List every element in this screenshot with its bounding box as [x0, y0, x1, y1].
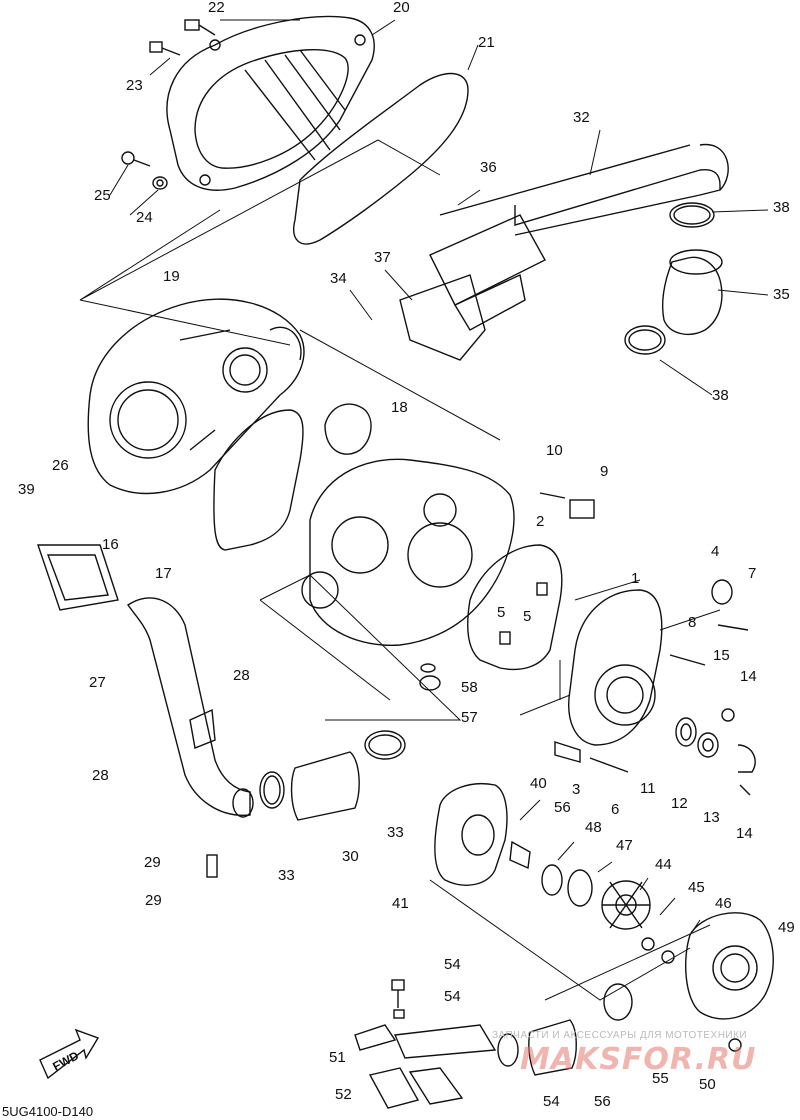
callout-46: 47 — [616, 837, 633, 854]
callout-17: 16 — [102, 536, 119, 553]
callout-11: 11 — [640, 780, 656, 797]
callout-54-left: 54 — [543, 1093, 560, 1110]
callout-45: 46 — [715, 895, 732, 912]
callout-57: 57 — [461, 709, 478, 726]
callout-44: 45 — [688, 879, 705, 896]
callout-52: 54 — [444, 988, 461, 1005]
callout-56: 56 — [554, 799, 571, 816]
leaders-lower — [429, 799, 711, 1001]
callout-15: 14 — [740, 668, 757, 685]
callout-25: 24 — [136, 209, 153, 226]
callout-27: 26 — [52, 457, 69, 474]
callout-38-bottom: 38 — [712, 387, 729, 404]
callout-23: 22 — [208, 0, 225, 16]
watermark-caption: ЗАПЧАСТИ И АКСЕССУАРЫ ДЛЯ МОТОТЕХНИКИ — [492, 1030, 748, 1041]
gasket-2 — [467, 544, 563, 671]
callout-41: 41 — [392, 895, 409, 912]
callout-12: 12 — [671, 795, 688, 812]
callout-54-right: 55 — [652, 1070, 669, 1087]
callout-42: 40 — [530, 775, 547, 792]
callout-34: 32 — [573, 109, 590, 126]
callout-33-right: 33 — [387, 824, 404, 841]
leaders-right-top — [79, 189, 769, 441]
callout-30: 29 — [145, 892, 162, 909]
clamps-33 — [259, 730, 406, 821]
callout-51: 52 — [335, 1086, 352, 1103]
leaders-middle — [259, 574, 721, 721]
callout-36: 34 — [330, 270, 347, 287]
callout-5-right: 5 — [523, 608, 532, 625]
callout-50: 51 — [329, 1049, 346, 1066]
callout-14: 14 — [736, 825, 753, 842]
callout-5-left: 5 — [497, 604, 506, 621]
air-duct-34 — [429, 129, 729, 331]
lower-cover-41 — [434, 783, 508, 886]
bolts-top — [121, 19, 216, 190]
callout-13: 13 — [703, 809, 720, 826]
callout-53: 54 — [444, 956, 461, 973]
callout-28-mid: 28 — [233, 667, 250, 684]
callout-55: 56 — [594, 1093, 611, 1110]
rotor-parts — [509, 840, 774, 1020]
intake-duct-29 — [127, 597, 254, 878]
leaders-top — [79, 19, 479, 301]
callout-48: 49 — [778, 919, 795, 936]
callout-6: 6 — [611, 801, 620, 818]
callout-26: 25 — [94, 187, 111, 204]
crankcase-cover-1 — [568, 589, 663, 746]
callout-10: 10 — [546, 442, 563, 459]
callout-4: 4 — [711, 543, 720, 560]
callout-31: 29 — [144, 854, 161, 871]
callout-39: 36 — [480, 159, 497, 176]
clamp-54-55 — [497, 983, 742, 1076]
callout-1: 1 — [631, 570, 640, 587]
callout-24: 23 — [126, 77, 143, 94]
bracket-40 — [37, 544, 119, 611]
seals-bearings — [675, 579, 756, 773]
callout-29: 28 — [92, 767, 109, 784]
inner-cover-20 — [87, 298, 305, 495]
callout-20: 19 — [163, 268, 180, 285]
bracket-35 — [399, 274, 486, 361]
callout-7: 7 — [748, 565, 757, 582]
callout-35: 37 — [374, 249, 391, 266]
crankcase — [301, 458, 515, 647]
gasket-18 — [213, 409, 304, 551]
gasket-22 — [293, 72, 469, 245]
callout-37: 35 — [773, 286, 790, 303]
watermark-logo: MAKSFOR.RU — [520, 1042, 757, 1077]
outer-cover-21 — [166, 15, 375, 191]
callout-43: 44 — [655, 856, 672, 873]
outlet-duct-50 — [354, 979, 497, 1109]
callout-9: 9 — [600, 463, 609, 480]
callout-49: 50 — [699, 1076, 716, 1093]
callout-32: 30 — [342, 848, 359, 865]
callout-2: 2 — [536, 513, 545, 530]
callout-40: 39 — [18, 481, 35, 498]
callout-28-left: 27 — [89, 674, 106, 691]
callout-18: 17 — [155, 565, 172, 582]
callout-21: 20 — [393, 0, 410, 16]
fwd-arrow — [39, 1028, 100, 1080]
gasket-19 — [324, 403, 372, 455]
callout-33-left: 33 — [278, 867, 295, 884]
callout-16: 15 — [713, 647, 730, 664]
callout-58: 58 — [461, 679, 478, 696]
bolts-middle — [419, 492, 751, 796]
callout-8: 8 — [688, 614, 697, 631]
clamps-boot — [624, 202, 723, 355]
callout-38-top: 38 — [773, 199, 790, 216]
callout-3: 3 — [572, 781, 581, 798]
callout-47: 48 — [585, 819, 602, 836]
callout-19: 18 — [391, 399, 408, 416]
callout-22: 21 — [478, 34, 495, 51]
diagram-code: 5UG4100-D140 — [2, 1104, 94, 1119]
